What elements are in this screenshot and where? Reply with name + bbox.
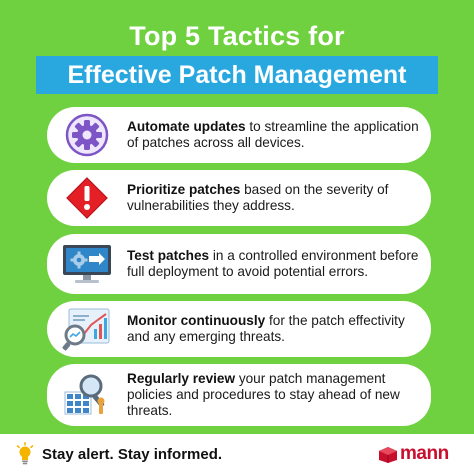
tactic-description: in a controlled environment before full … (127, 248, 419, 279)
footer-slogan: Stay alert. Stay informed. (42, 446, 223, 463)
tactic-text: Monitor continuously for the patch effec… (127, 313, 431, 345)
tactic-description: your patch management policies and proce… (127, 371, 400, 418)
tactic-heading: Regularly review (127, 371, 236, 386)
footer: Stay alert. Stay informed. mann (0, 434, 474, 474)
monitor-test-icon (47, 234, 127, 294)
warning-icon (47, 170, 127, 226)
gear-icon (47, 107, 127, 163)
tactic-text: Prioritize patches based on the severity… (127, 182, 431, 214)
brand-name: mann (400, 443, 449, 464)
magnifier-review-icon (47, 364, 127, 426)
tactic-card-test: Test patches in a controlled environment… (47, 234, 431, 294)
title-line-2: Effective Patch Management (67, 60, 407, 89)
tactic-heading: Automate updates (127, 119, 246, 134)
tactic-text: Regularly review your patch management p… (127, 371, 431, 419)
title-line-1: Top 5 Tactics for (129, 21, 345, 51)
brand-logo-icon (378, 446, 398, 469)
title-band: Effective Patch Management (36, 56, 438, 94)
analytics-chart-icon (47, 301, 127, 357)
lightbulb-icon (16, 442, 34, 471)
tactic-heading: Monitor continuously (127, 313, 266, 328)
tactic-card-monitor: Monitor continuously for the patch effec… (47, 301, 431, 357)
tactic-text: Test patches in a controlled environment… (127, 248, 431, 280)
tactic-description: to streamline the application of patches… (127, 119, 419, 150)
tactic-card-prioritize: Prioritize patches based on the severity… (47, 170, 431, 226)
tactic-card-review: Regularly review your patch management p… (47, 364, 431, 426)
tactic-description: for the patch effectivity and any emergi… (127, 313, 405, 344)
tactic-description: based on the severity of vulnerabilities… (127, 182, 389, 213)
tactic-heading: Prioritize patches (127, 182, 241, 197)
tactic-card-automate: Automate updates to streamline the appli… (47, 107, 431, 163)
tactic-text: Automate updates to streamline the appli… (127, 119, 431, 151)
tactic-heading: Test patches (127, 248, 210, 263)
